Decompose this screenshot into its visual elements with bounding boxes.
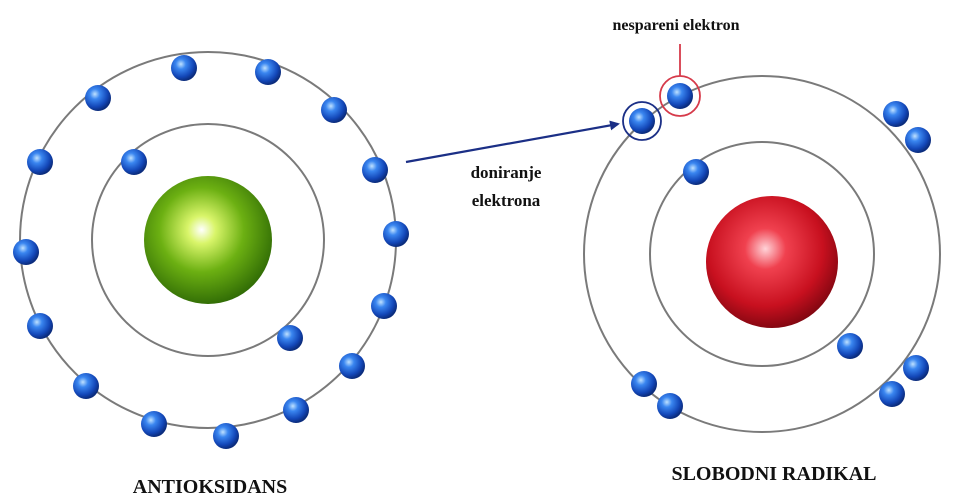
- donation-label-line2: elektrona: [472, 191, 541, 210]
- electron: [903, 355, 929, 381]
- free-radical-inner-orbit: [649, 141, 875, 367]
- free-radical-electrons: [631, 83, 931, 419]
- electron: [141, 411, 167, 437]
- electron: [85, 85, 111, 111]
- free-radical-nucleus: [706, 196, 838, 328]
- electron: [683, 159, 709, 185]
- antioxidant-electrons: [13, 55, 409, 449]
- electron: [837, 333, 863, 359]
- electron: [121, 149, 147, 175]
- electron: [277, 325, 303, 351]
- electron: [283, 397, 309, 423]
- donation-label-line1: doniranje: [471, 163, 542, 182]
- electron: [171, 55, 197, 81]
- free-radical-atom: [583, 75, 941, 433]
- electron: [362, 157, 388, 183]
- electron: [879, 381, 905, 407]
- unpaired-electron-label: nespareni elektron: [613, 17, 740, 34]
- electron: [27, 313, 53, 339]
- electron: [321, 97, 347, 123]
- donated-electron-ring: [622, 101, 662, 141]
- electron: [905, 127, 931, 153]
- antioxidant-inner-orbit: [91, 123, 325, 357]
- electron: [13, 239, 39, 265]
- electron: [383, 221, 409, 247]
- electron: [255, 59, 281, 85]
- antioxidant-atom: [13, 51, 409, 449]
- electron: [339, 353, 365, 379]
- electron: [27, 149, 53, 175]
- free-radical-label: SLOBODNI RADIKAL: [671, 463, 876, 485]
- electron: [371, 293, 397, 319]
- electron: [631, 371, 657, 397]
- electron: [213, 423, 239, 449]
- electron: [667, 83, 693, 109]
- free-radical-outer-orbit: [583, 75, 941, 433]
- antioxidant-nucleus: [144, 176, 272, 304]
- donated-electron: [629, 108, 655, 134]
- electron: [883, 101, 909, 127]
- electron: [657, 393, 683, 419]
- electron: [73, 373, 99, 399]
- donation-arrow: [405, 120, 620, 164]
- antioxidant-label: ANTIOKSIDANS: [133, 476, 287, 498]
